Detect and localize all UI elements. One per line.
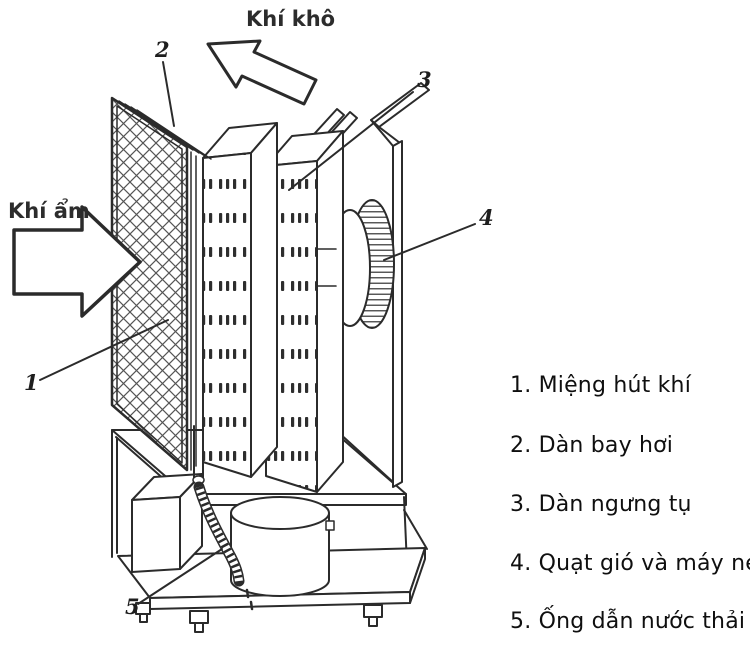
tank-fitting — [325, 520, 335, 531]
condenser-side — [316, 130, 344, 493]
evaporator-coil — [202, 122, 278, 478]
compressor-tank — [230, 496, 335, 597]
part-number-2: 2 — [154, 37, 170, 62]
leader-line-4 — [383, 223, 476, 261]
evaporator-face — [202, 152, 252, 478]
moist-air-arrow — [12, 205, 142, 318]
component-box — [131, 473, 203, 573]
airflow-labels: Khí khô Khí ẩm — [8, 7, 335, 223]
leader-lines — [39, 61, 476, 605]
leader-line-2 — [162, 61, 175, 127]
base-right — [409, 547, 426, 604]
part-number-4: 4 — [479, 205, 494, 230]
dry-air-label: Khí khô — [246, 7, 335, 31]
part-number-3: 3 — [417, 67, 432, 92]
part-number-5: 5 — [125, 594, 140, 619]
back-panel-top-flange — [370, 82, 430, 128]
evaporator-side — [250, 122, 278, 478]
part-number-1: 1 — [24, 370, 39, 395]
leader-line-5 — [137, 548, 223, 605]
mesh-face — [110, 96, 189, 472]
leader-line-3 — [288, 91, 414, 191]
dry-air-arrow — [206, 39, 318, 106]
mesh-filter — [110, 96, 212, 472]
caster-foot-left — [135, 602, 151, 623]
part-numbers: 1 2 3 4 5 — [24, 37, 494, 619]
back-panel — [337, 82, 430, 488]
back-panel-brace — [337, 431, 394, 483]
condenser-coil — [265, 130, 344, 493]
moist-air-label: Khí ẩm — [8, 198, 90, 223]
leader-line-1 — [39, 319, 169, 381]
airflow-arrows — [12, 39, 318, 318]
caster-foot-middle — [189, 610, 209, 633]
back-panel-face — [392, 140, 403, 488]
caster-foot-right — [363, 604, 383, 627]
drain-hose — [192, 425, 254, 611]
mesh-inner-frame — [116, 105, 183, 464]
water-drips — [245, 588, 254, 611]
right-brace — [403, 509, 428, 550]
